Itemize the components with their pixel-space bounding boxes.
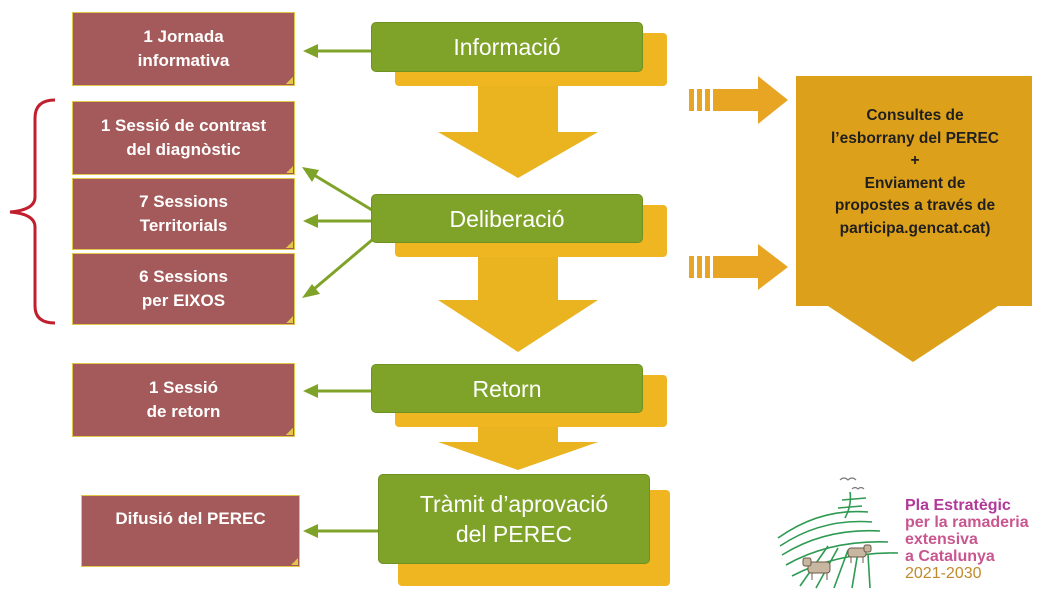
connector-deliberacio-territorials bbox=[303, 214, 372, 228]
activity-text: del diagnòstic bbox=[126, 140, 241, 159]
activity-text: Difusió del PEREC bbox=[115, 509, 266, 528]
connector-deliberacio-eixos bbox=[302, 238, 373, 298]
activity-box-contrast: 1 Sessió de contrast del diagnòstic bbox=[72, 101, 295, 175]
cow-icon bbox=[802, 557, 831, 580]
consultation-line: Enviament de bbox=[864, 174, 966, 192]
consultation-line: l’esborrany del PEREC bbox=[831, 129, 999, 147]
stage-label: del PEREC bbox=[455, 521, 573, 547]
activity-text: informativa bbox=[137, 51, 230, 70]
activity-text: 1 Sessió de contrast bbox=[100, 116, 267, 135]
logo-line: per la ramaderia bbox=[905, 514, 1029, 531]
activity-text: 1 Jornada bbox=[143, 27, 224, 46]
consultation-line: Consultes de bbox=[866, 107, 964, 124]
connector-retorn-sessio bbox=[303, 384, 372, 398]
activity-text: 7 Sessions bbox=[139, 192, 228, 211]
perec-logo-text: Pla Estratègic per la ramaderia extensiv… bbox=[905, 497, 1035, 582]
logo-line: Pla Estratègic bbox=[905, 497, 1011, 514]
activity-box-difusio: Difusió del PEREC bbox=[81, 495, 300, 567]
consultation-text: Consultes de l’esborrany del PEREC + Env… bbox=[800, 105, 1030, 240]
perec-logo-illustration bbox=[777, 491, 899, 589]
activity-box-eixos: 6 Sessions per EIXOS bbox=[72, 253, 295, 325]
activity-text: de retorn bbox=[146, 402, 221, 421]
activity-text: 1 Sessió bbox=[149, 378, 218, 397]
consultation-line: + bbox=[910, 152, 920, 169]
session-group-bracket bbox=[9, 98, 56, 325]
flow-arrow-deliberacio-retorn bbox=[438, 244, 598, 352]
consultation-line: propostes a través de bbox=[834, 197, 996, 214]
activity-box-jornada: 1 Jornada informativa bbox=[72, 12, 295, 86]
striped-arrow-top bbox=[689, 76, 788, 124]
activity-box-territorials: 7 Sessions Territorials bbox=[72, 178, 295, 250]
birds-icon bbox=[839, 477, 865, 490]
consultation-block bbox=[796, 76, 1032, 362]
consultation-line: participa.gencat.cat) bbox=[839, 219, 991, 237]
logo-line: extensiva bbox=[905, 531, 978, 548]
logo-line: 2021-2030 bbox=[905, 565, 982, 582]
connector-tramit-difusio bbox=[303, 524, 378, 538]
connector-deliberacio-contrast bbox=[302, 167, 373, 212]
striped-arrow-bottom bbox=[689, 244, 788, 290]
stage-label: Deliberació bbox=[449, 205, 565, 232]
flow-arrow-informacio-deliberacio bbox=[438, 74, 598, 178]
activity-text: Territorials bbox=[139, 216, 228, 235]
stage-label: Retorn bbox=[472, 375, 542, 402]
stage-label: Informació bbox=[453, 34, 561, 60]
activity-text: 6 Sessions bbox=[139, 267, 228, 286]
logo-line: a Catalunya bbox=[905, 548, 995, 565]
connector-informacio-jornada bbox=[303, 44, 372, 58]
stage-label: Tràmit d’aprovació bbox=[419, 491, 609, 517]
activity-text: per EIXOS bbox=[141, 291, 226, 310]
activity-box-retorn: 1 Sessió de retorn bbox=[72, 363, 295, 437]
cow-icon-small bbox=[847, 544, 872, 563]
